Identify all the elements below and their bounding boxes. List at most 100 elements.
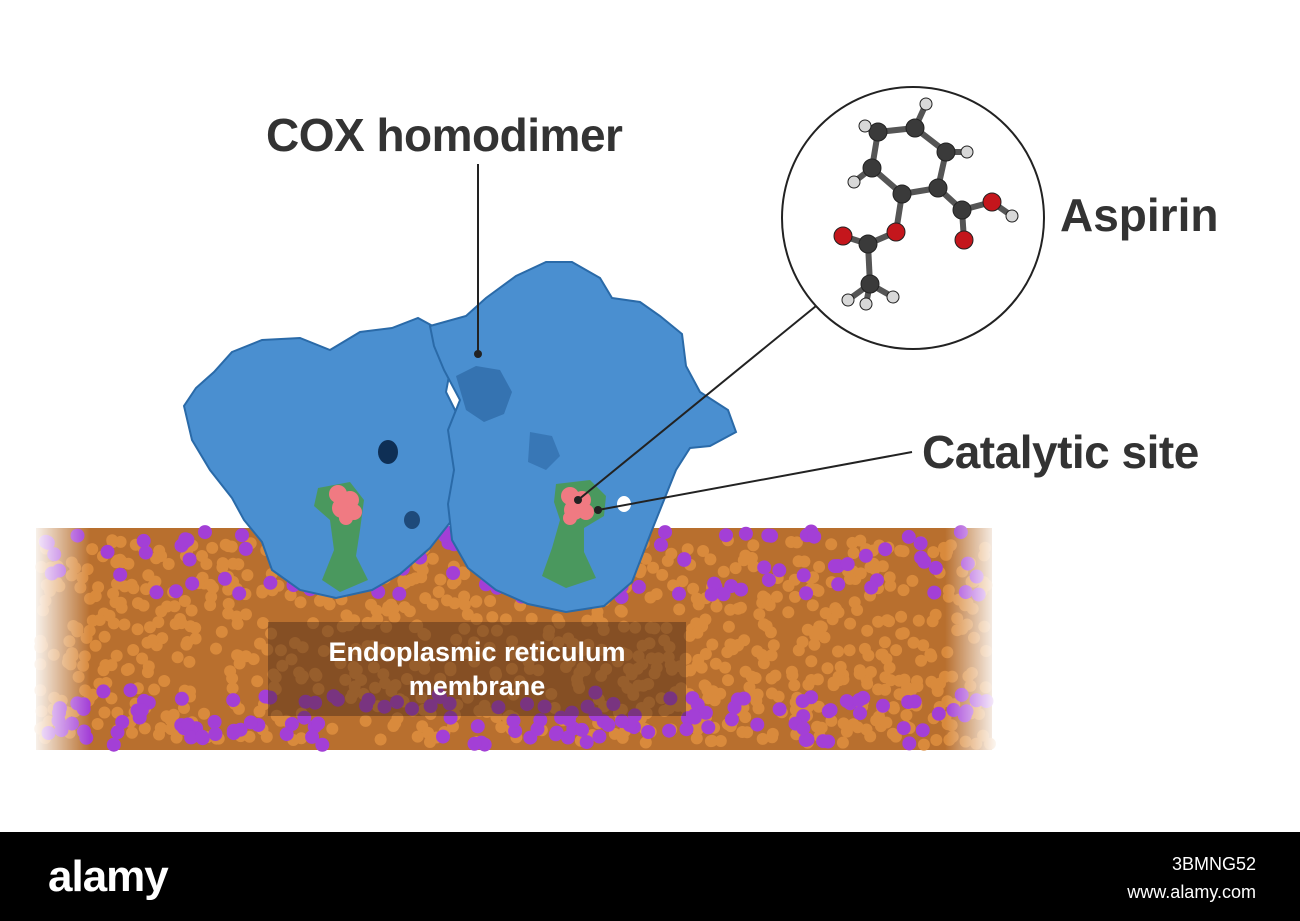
lipid-bead — [100, 544, 115, 559]
lipid-bead — [876, 698, 890, 713]
lipid-bead — [367, 661, 380, 674]
lipid-bead — [405, 701, 419, 716]
diagram-canvas — [30, 86, 1045, 760]
image-id: 3BMNG52 — [1171, 854, 1256, 874]
lipid-bead — [900, 709, 913, 722]
catalytic-site-label: Catalytic site — [922, 426, 1199, 478]
lipid-bead — [639, 736, 652, 749]
lipid-bead — [839, 694, 854, 709]
lipid-bead — [216, 557, 229, 570]
lipid-bead — [756, 732, 769, 745]
lipid-bead — [917, 639, 930, 652]
lipid-bead — [710, 600, 723, 613]
lipid-bead — [490, 668, 503, 681]
lipid-bead — [204, 599, 217, 612]
lipid-bead — [110, 725, 125, 740]
lipid-bead — [243, 715, 258, 730]
lipid-bead — [644, 621, 657, 634]
lipid-bead — [389, 646, 402, 659]
lipid-bead — [284, 589, 297, 602]
lipid-bead — [552, 636, 565, 649]
lipid-bead — [878, 542, 893, 557]
lipid-bead — [342, 619, 355, 632]
lipid-bead — [731, 692, 745, 707]
lipid-bead — [206, 581, 219, 594]
catalytic-leader-line — [597, 451, 913, 511]
lipid-bead — [423, 699, 438, 713]
lipid-bead — [137, 599, 150, 612]
lipid-bead — [914, 550, 929, 565]
lipid-bead — [756, 648, 768, 661]
lipid-bead — [662, 723, 677, 738]
lipid-bead — [691, 626, 704, 639]
lipid-bead — [562, 632, 575, 645]
lipid-bead — [374, 733, 387, 746]
lipid-bead — [312, 683, 325, 695]
cox-monomer-left — [182, 316, 462, 600]
lipid-bead — [617, 620, 630, 633]
lipid-bead — [798, 555, 811, 568]
lipid-bead — [506, 635, 519, 648]
lipid-bead — [158, 675, 171, 687]
lipid-bead — [200, 558, 213, 570]
lipid-bead — [491, 624, 503, 637]
lipid-bead — [98, 706, 111, 719]
lipid-bead — [664, 658, 677, 671]
lipid-bead — [692, 598, 705, 611]
lipid-bead — [581, 614, 594, 627]
lipid-bead — [643, 637, 656, 650]
lipid-bead — [113, 567, 128, 582]
membrane-label-line2: membrane — [408, 671, 546, 701]
lipid-bead — [105, 659, 118, 672]
cox-homodimer-protein — [182, 261, 738, 614]
hydrogen-atom — [858, 119, 872, 133]
lipid-bead — [361, 616, 374, 629]
protein-pore — [378, 440, 398, 464]
lipid-bead — [658, 634, 671, 647]
lipid-bead — [217, 571, 232, 586]
lipid-bead — [362, 646, 375, 659]
lipid-bead — [269, 671, 282, 684]
carbon-atom — [905, 118, 925, 138]
brand-logo: alamy — [48, 852, 169, 901]
lipid-bead — [522, 655, 535, 668]
lipid-bead — [392, 586, 407, 601]
lipid-bead — [149, 585, 164, 600]
lipid-bead — [757, 560, 772, 575]
carbon-atom — [858, 234, 878, 254]
carbon-atom — [860, 274, 880, 294]
lipid-bead — [321, 625, 334, 638]
lipid-bead — [679, 722, 694, 737]
lipid-bead — [434, 672, 447, 685]
lipid-bead — [148, 683, 161, 696]
lipid-bead — [185, 604, 198, 617]
lipid-bead — [906, 574, 919, 587]
lipid-bead — [652, 652, 665, 665]
lipid-bead — [110, 649, 123, 662]
lipid-bead — [422, 726, 435, 739]
lipid-bead — [825, 538, 838, 551]
lipid-bead — [226, 693, 241, 708]
lipid-bead — [537, 699, 552, 714]
lipid-bead — [818, 631, 831, 644]
lipid-bead — [415, 691, 428, 704]
lipid-bead — [706, 638, 719, 651]
lipid-bead — [450, 633, 463, 646]
lipid-bead — [432, 586, 445, 598]
lipid-bead — [495, 721, 508, 734]
lipid-bead — [884, 579, 897, 592]
lipid-bead — [739, 711, 752, 724]
lipid-bead — [183, 655, 196, 668]
lipid-bead — [738, 526, 753, 541]
lipid-bead — [714, 735, 727, 747]
lipid-bead — [507, 688, 520, 701]
lipid-bead — [408, 621, 421, 634]
lipid-bead — [142, 569, 155, 582]
lipid-bead — [770, 590, 783, 603]
stock-footer-bar: alamy 3BMNG52 www.alamy.com — [0, 832, 1300, 921]
lipid-bead — [884, 674, 897, 687]
lipid-bead — [823, 703, 838, 718]
lipid-bead — [663, 691, 678, 706]
hydrogen-atom — [841, 293, 855, 307]
lipid-bead — [766, 731, 779, 744]
